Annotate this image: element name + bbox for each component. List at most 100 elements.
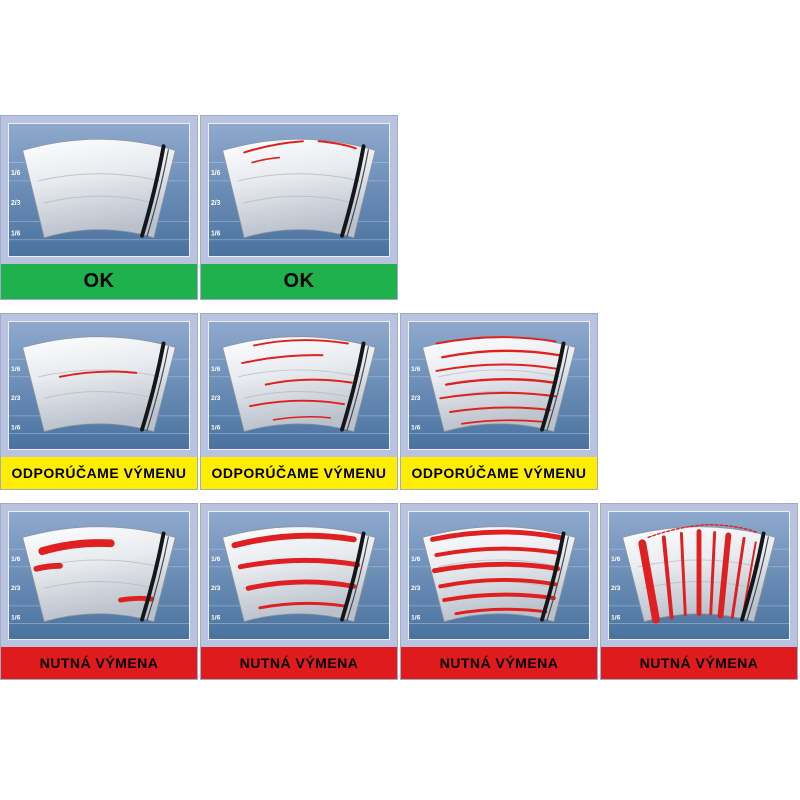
wiper-blade-icon [540,341,570,432]
wiper-blade-icon [140,531,170,622]
streaks-group [231,532,361,610]
zone-label-middle: 2/3 [211,200,221,207]
zone-label-middle: 2/3 [411,395,421,402]
wipe-arcs [238,369,360,399]
zone-label-bottom: 1/6 [211,615,221,622]
streaks-group [435,336,561,425]
zone-labels: 1/6 2/3 1/6 [211,170,221,238]
zone-label-bottom: 1/6 [11,615,21,622]
wipe-arcs [38,369,160,399]
wear-cell-clean: 1/6 2/3 1/6 OK [0,115,198,300]
wear-cell-smears: 1/6 2/3 1/6 NUTNÁ VÝME [0,503,198,680]
zone-labels: 1/6 2/3 1/6 [611,556,621,622]
wear-cell-thick-streaks: 1/6 2/3 1/6 NUTNÁ VÝME [200,503,398,680]
wiper-blade-icon [340,341,370,432]
panel-outer-frame: 1/6 2/3 1/6 [1,116,197,264]
zone-label-bottom: 1/6 [11,425,21,432]
panel-outer-frame: 1/6 2/3 1/6 [401,314,597,457]
zone-label-middle: 2/3 [611,585,621,592]
zone-label-bottom: 1/6 [211,425,221,432]
status-label: NUTNÁ VÝMENA [1,647,197,679]
panel-inner-frame: 1/6 2/3 1/6 [8,321,190,451]
panel-outer-frame: 1/6 2/3 1/6 [201,116,397,264]
zone-labels: 1/6 2/3 1/6 [411,366,421,432]
zone-label-bottom: 1/6 [411,615,421,622]
streaks-group [243,140,357,164]
status-label: NUTNÁ VÝMENA [201,647,397,679]
wiper-blade-icon [540,531,570,622]
zone-labels: 1/6 2/3 1/6 [211,556,221,622]
wear-cell-many-lines: 1/6 2/3 1/6 ODPORÚČAME [400,313,598,490]
streaks-group [58,370,138,378]
zone-label-top: 1/6 [211,366,221,373]
panel-outer-frame: 1/6 2/3 1/6 [201,314,397,457]
zone-labels: 1/6 2/3 1/6 [211,366,221,432]
panel-inner-frame: 1/6 2/3 1/6 [8,123,190,257]
zone-label-top: 1/6 [411,366,421,373]
wear-cell-heavy-streaks: 1/6 2/3 1/6 NUTNÁ VÝME [400,503,598,680]
windshield-illustration: 1/6 2/3 1/6 [9,124,189,256]
windshield-illustration: 1/6 2/3 1/6 [9,322,189,450]
wear-cell-faint-streaks: 1/6 2/3 1/6 OK [200,115,398,300]
windshield-glass [22,138,176,239]
windshield-illustration: 1/6 2/3 1/6 [209,124,389,256]
status-label: OK [201,264,397,299]
status-label: ODPORÚČAME VÝMENU [201,457,397,489]
wear-cell-several-lines: 1/6 2/3 1/6 ODPORÚČAME [200,313,398,490]
windshield-illustration: 1/6 2/3 1/6 [209,322,389,450]
zone-label-top: 1/6 [211,556,221,563]
wiper-blade-icon [140,144,170,238]
zone-labels: 1/6 2/3 1/6 [11,556,21,622]
wiper-blade-icon [340,531,370,622]
panel-outer-frame: 1/6 2/3 1/6 [601,504,797,647]
panel-inner-frame: 1/6 2/3 1/6 [408,511,590,641]
panel-inner-frame: 1/6 2/3 1/6 [208,321,390,451]
windshield-illustration: 1/6 2/3 1/6 [209,512,389,640]
zone-label-top: 1/6 [11,170,21,177]
windshield-glass [222,138,376,239]
wear-row-1: 1/6 2/3 1/6 OK [0,115,798,300]
wear-cell-single-line: 1/6 2/3 1/6 ODPORÚČAME [0,313,198,490]
zone-labels: 1/6 2/3 1/6 [11,366,21,432]
zone-label-middle: 2/3 [11,585,21,592]
wipe-arcs [238,173,360,204]
panel-inner-frame: 1/6 2/3 1/6 [208,511,390,641]
streaks-group [241,339,353,421]
panel-outer-frame: 1/6 2/3 1/6 [1,504,197,647]
windshield-illustration: 1/6 2/3 1/6 [409,322,589,450]
panel-outer-frame: 1/6 2/3 1/6 [401,504,597,647]
windshield-glass [22,336,176,433]
zone-label-middle: 2/3 [211,585,221,592]
zone-label-bottom: 1/6 [611,615,621,622]
panel-inner-frame: 1/6 2/3 1/6 [608,511,790,641]
streaks-group [430,529,563,616]
panel-outer-frame: 1/6 2/3 1/6 [1,314,197,457]
panel-inner-frame: 1/6 2/3 1/6 [8,511,190,641]
windshield-illustration: 1/6 2/3 1/6 [609,512,789,640]
windshield-illustration: 1/6 2/3 1/6 [9,512,189,640]
streaks-group [638,524,759,624]
zone-label-middle: 2/3 [211,395,221,402]
wiper-blade-icon [340,144,370,238]
zone-label-top: 1/6 [11,366,21,373]
zone-label-bottom: 1/6 [211,231,221,238]
wiper-blade-icon [140,341,170,432]
zone-label-top: 1/6 [211,170,221,177]
zone-label-bottom: 1/6 [411,425,421,432]
status-label: ODPORÚČAME VÝMENU [401,457,597,489]
zone-labels: 1/6 2/3 1/6 [11,170,21,238]
wiper-blade-icon [740,531,770,622]
zone-label-middle: 2/3 [11,200,21,207]
status-label: NUTNÁ VÝMENA [601,647,797,679]
wipe-arcs [38,173,160,204]
panel-inner-frame: 1/6 2/3 1/6 [408,321,590,451]
windshield-illustration: 1/6 2/3 1/6 [409,512,589,640]
zone-label-middle: 2/3 [11,395,21,402]
zone-label-middle: 2/3 [411,585,421,592]
zone-label-top: 1/6 [611,556,621,563]
panel-inner-frame: 1/6 2/3 1/6 [208,123,390,257]
wear-row-2: 1/6 2/3 1/6 ODPORÚČAME [0,313,798,490]
status-label: ODPORÚČAME VÝMENU [1,457,197,489]
zone-label-top: 1/6 [411,556,421,563]
wiper-wear-grid: 1/6 2/3 1/6 OK [0,115,798,680]
